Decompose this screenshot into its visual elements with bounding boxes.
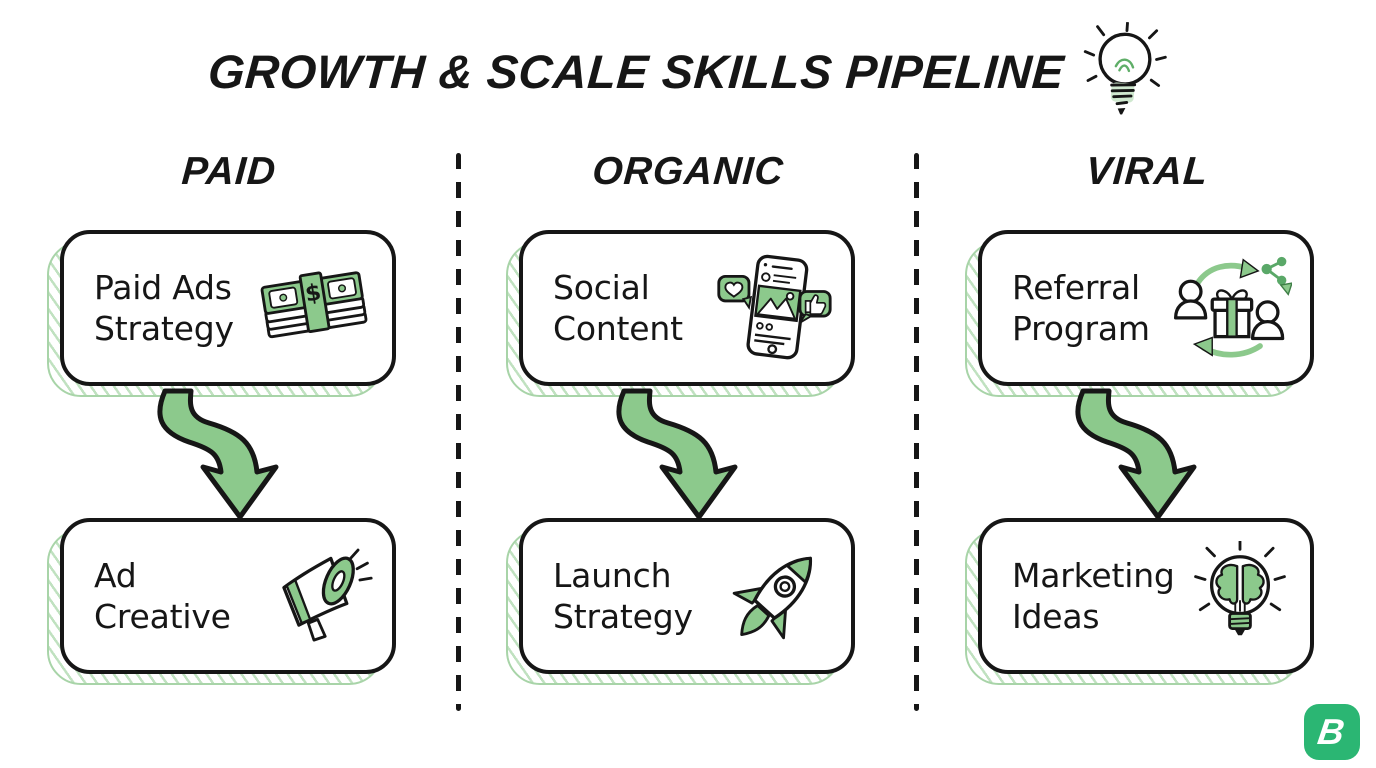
referral-gift-icon [1173, 256, 1292, 358]
brand-logo: B [1304, 704, 1360, 760]
flow-arrow-paid [145, 388, 285, 521]
bulb-brain-icon [1194, 541, 1286, 636]
megaphone-icon [282, 548, 373, 642]
page-title: GROWTH & SCALE SKILLS PIPELINE [206, 45, 1066, 98]
column-header-paid: PAID [180, 150, 278, 193]
column-header-viral: VIRAL [1084, 150, 1210, 193]
column-header-organic: ORGANIC [590, 150, 786, 193]
social-phone-icon [717, 254, 832, 360]
flow-arrow-viral [1063, 388, 1203, 521]
title-row: GROWTH & SCALE SKILLS PIPELINE [0, 21, 1376, 124]
lightbulb-icon [1083, 21, 1167, 115]
column-divider-1 [456, 153, 461, 711]
money-stack-icon: $ [260, 271, 368, 339]
svg-text:$: $ [303, 279, 323, 307]
brand-logo-letter: B [1314, 711, 1347, 752]
flow-arrow-organic [604, 388, 744, 521]
rocket-icon [732, 556, 812, 640]
column-divider-2 [914, 153, 919, 711]
